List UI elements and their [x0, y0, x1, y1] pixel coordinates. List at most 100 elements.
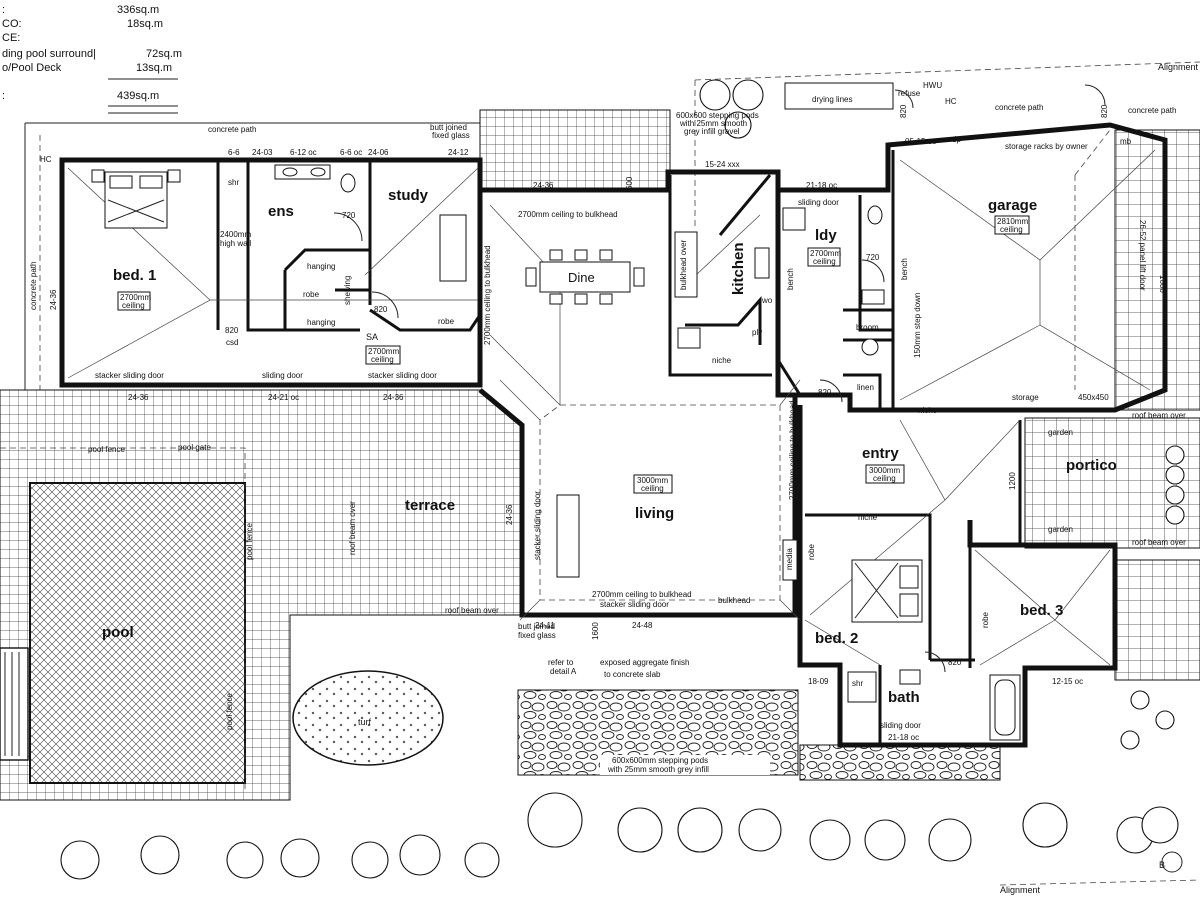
note-wo: wo: [761, 296, 773, 305]
dim-bed3-window: 12-15 oc: [1052, 677, 1083, 686]
note-ceiling-bulkhead-living: 2700mm ceiling to bulkhead: [788, 400, 797, 500]
dim-study-1: 24-06: [368, 148, 389, 157]
svg-text:ceiling: ceiling: [873, 474, 896, 483]
turf-area: turf: [292, 670, 444, 766]
ceiling-note-ldy: 2700mm ceiling: [807, 247, 841, 267]
boundary-marker: [1161, 851, 1183, 873]
room-label-study: study: [388, 187, 429, 204]
dim-living-door: 24-48: [632, 621, 653, 630]
shrub: [280, 838, 320, 878]
fixtures: [91, 164, 1021, 741]
note-robe-bed2: robe: [807, 543, 816, 560]
note-storage: storage: [1012, 393, 1039, 402]
site-boundary: Alignment Alignment B: [24, 61, 1200, 895]
note-roof-beam-over-4: roof beam over: [1132, 538, 1186, 547]
room-label-ens: ens: [268, 203, 294, 220]
note-niche-kitchen: niche: [712, 356, 732, 365]
note-bulkhead: bulkhead: [718, 596, 750, 605]
shrub: [226, 841, 264, 879]
shrub: [464, 842, 500, 878]
stair-icon: [861, 338, 879, 356]
note-sliding-door-ldy: sliding door: [798, 198, 839, 207]
dim-door-ldy: 720: [866, 253, 880, 262]
svg-text:2810mm: 2810mm: [997, 217, 1028, 226]
dim-door-court: 600: [625, 176, 634, 190]
exposed-aggregate-label: exposed aggregate finish: [600, 658, 689, 667]
note-refuse: refuse: [898, 89, 921, 98]
area-label-4: ding pool surround|: [2, 48, 96, 60]
dimensions: 24-36 24-21 oc 24-36 24-36 24-36 24-36 1…: [49, 104, 1167, 742]
dim-bath-window: 21-18 oc: [888, 733, 919, 742]
pool-area: pool pool fence pool gate pool fence poo…: [0, 443, 254, 790]
svg-text:2700mm: 2700mm: [810, 249, 841, 258]
kitchen-bench-icon: [674, 231, 698, 298]
basin-icon: [282, 167, 298, 177]
room-label-entry: entry: [862, 445, 899, 462]
dim-bed1-side: 24-36: [49, 289, 58, 310]
note-sliding-door-bath: sliding door: [880, 721, 921, 730]
tree-column-right: [1120, 445, 1185, 750]
ceiling-note-entry: 3000mm ceiling: [865, 464, 905, 484]
note-stepping-pods: 600x600 stepping pods: [676, 111, 759, 120]
alignment-bottom-label: Alignment: [1000, 885, 1041, 895]
svg-text:ceiling: ceiling: [1000, 225, 1023, 234]
dim-garage-side: 1600: [1158, 275, 1167, 293]
stepping-pods-bottom: 600x600mm stepping pods: [612, 756, 708, 765]
dim-terrace-door: 24-36: [505, 504, 514, 525]
room-label-portico: portico: [1066, 457, 1117, 474]
note-concrete-path-side: concrete path: [29, 262, 38, 310]
dim-bed2-window: 18-09: [808, 677, 829, 686]
note-stepping-pods-2: with 25mm smooth: [679, 119, 747, 128]
dining-table-icon: [525, 249, 645, 305]
bed-icon: [91, 169, 181, 229]
basin-icon: [310, 167, 326, 177]
dim-door-sa: 820: [374, 305, 388, 314]
note-ceiling-bulkhead-top: 2700mm ceiling to bulkhead: [518, 210, 618, 219]
note-drying-lines: drying lines: [812, 95, 852, 104]
tree: [527, 792, 583, 848]
dim-kitchen-window: 15-24 xxx: [705, 160, 740, 169]
refer-detail-label-2: detail A: [550, 667, 577, 676]
svg-text:3000mm: 3000mm: [869, 466, 900, 475]
area-value-1: 336sq.m: [117, 4, 159, 16]
tree-row-bottom: [60, 792, 1179, 880]
area-label-6: :: [2, 90, 5, 102]
shrub: [677, 807, 723, 853]
shrub: [617, 807, 663, 853]
note-garden-1: garden: [1048, 428, 1073, 437]
cooktop-icon: [754, 247, 770, 279]
dim-door-study: 720: [342, 211, 356, 220]
dim-garage-window: 05-15 oc: [905, 137, 936, 146]
pool-fence-vertical-2: pool fence: [225, 693, 234, 730]
shrub: [1165, 485, 1185, 505]
note-broom: broom: [856, 323, 879, 332]
alignment-top-label: Alignment: [1158, 62, 1199, 72]
note-fixed-glass: fixed glass: [432, 131, 470, 140]
note-butt-joined: butt joined: [430, 123, 467, 132]
shrub: [809, 819, 851, 861]
bed-icon: [851, 559, 923, 623]
tree-row-top: [699, 79, 764, 139]
annotations: concrete path butt joined fixed glass 60…: [29, 81, 1186, 730]
note-fixed-glass-bottom: fixed glass: [518, 631, 556, 640]
dim-door-entry: 820: [818, 388, 832, 397]
room-label-dine: Dine: [568, 270, 595, 285]
media-unit-icon: [782, 539, 798, 581]
note-roof-beam-over-2: roof beam over: [445, 606, 499, 615]
note-shelving: shelving: [343, 276, 352, 305]
shrub: [699, 79, 731, 111]
ceiling-note-living: 3000mm ceiling: [633, 474, 673, 494]
pool-gate-label: pool gate: [178, 443, 211, 452]
dim-panel-lift-door: 26-52 panel lift door: [1138, 220, 1147, 291]
shrub: [724, 111, 752, 139]
room-label-ldy: ldy: [815, 227, 837, 244]
note-robe-study: robe: [438, 317, 455, 326]
washer-icon: [782, 207, 806, 231]
note-stacker-living: stacker sliding door: [600, 600, 669, 609]
pool-steps: [0, 647, 29, 761]
dim-garage-box: 450x450: [1078, 393, 1109, 402]
ceiling-note-sa: 2700mm ceiling: [365, 345, 401, 365]
shrub: [399, 834, 441, 876]
dim-ens-window: 24-21 oc: [268, 393, 299, 402]
